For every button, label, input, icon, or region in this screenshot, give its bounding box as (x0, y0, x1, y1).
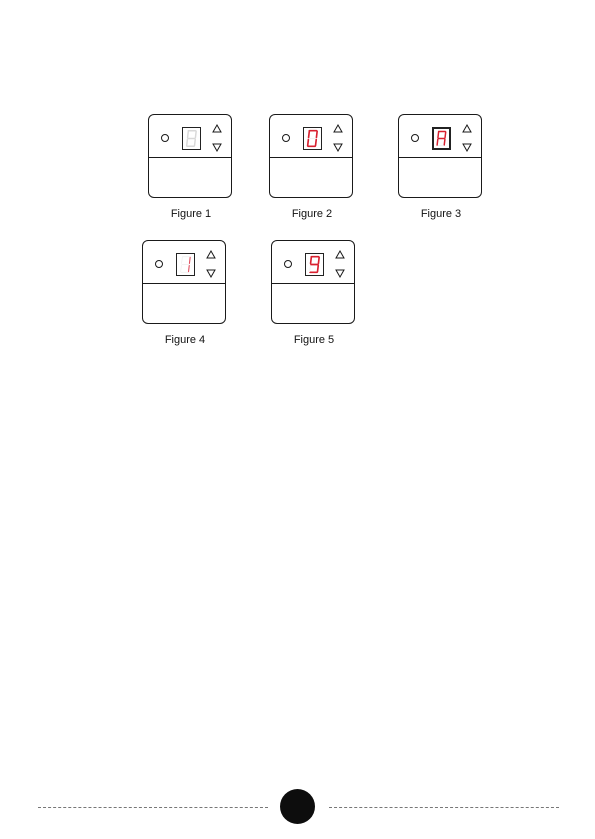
segment-c (444, 139, 445, 145)
digit-display (305, 253, 324, 276)
thermostat-panel (271, 240, 355, 324)
figure-caption: Figure 1 (138, 208, 244, 220)
thermostat-panel (269, 114, 353, 198)
segment-f (309, 131, 310, 137)
up-arrow-icon (462, 124, 472, 133)
thermostat-panel (398, 114, 482, 198)
figure-5: Figure 5 (271, 240, 357, 324)
seven-segment-digit (177, 254, 194, 275)
thermostat-panel (148, 114, 232, 198)
digit-display (303, 127, 322, 150)
seven-segment-digit (306, 254, 323, 275)
up-arrow-icon (206, 250, 216, 259)
up-arrow-icon (335, 250, 345, 259)
down-arrow-icon (333, 143, 343, 152)
segment-b (445, 132, 446, 138)
figure-caption: Figure 3 (388, 208, 494, 220)
segment-b (195, 131, 196, 137)
panel-divider (272, 283, 354, 284)
down-arrow-icon (206, 269, 216, 278)
figure-4: Figure 4 (142, 240, 228, 324)
segment-f (182, 257, 183, 263)
down-arrow-icon (212, 143, 222, 152)
down-arrow-icon (462, 143, 472, 152)
panel-divider (399, 157, 481, 158)
figure-caption: Figure 4 (132, 334, 238, 346)
segment-b (189, 257, 190, 263)
figure-2: Figure 2 (269, 114, 355, 198)
segment-c (195, 140, 196, 146)
figure-3: Figure 3 (398, 114, 484, 198)
segment-e (310, 266, 311, 272)
figure-caption: Figure 2 (259, 208, 365, 220)
indicator-led-icon (282, 134, 290, 142)
footer-dashed-line-left (38, 807, 268, 808)
segment-e (181, 266, 182, 272)
segment-c (189, 266, 190, 272)
up-arrow-icon (212, 124, 222, 133)
panel-divider (149, 157, 231, 158)
indicator-led-icon (155, 260, 163, 268)
thermostat-panel (142, 240, 226, 324)
segment-b (316, 131, 317, 137)
digit-display (182, 127, 201, 150)
seven-segment-digit (434, 129, 449, 148)
segment-e (437, 139, 438, 145)
segment-b (318, 257, 319, 263)
page-number-badge (280, 789, 315, 824)
figure-caption: Figure 5 (261, 334, 367, 346)
indicator-led-icon (411, 134, 419, 142)
segment-e (187, 140, 188, 146)
segment-f (438, 132, 439, 138)
digit-display (176, 253, 195, 276)
segment-c (316, 140, 317, 146)
seven-segment-digit (183, 128, 200, 149)
panel-divider (143, 283, 225, 284)
figure-1: Figure 1 (148, 114, 234, 198)
digit-display (432, 127, 451, 150)
seven-segment-digit (304, 128, 321, 149)
segment-c (318, 266, 319, 272)
down-arrow-icon (335, 269, 345, 278)
segment-e (308, 140, 309, 146)
up-arrow-icon (333, 124, 343, 133)
indicator-led-icon (161, 134, 169, 142)
segment-f (188, 131, 189, 137)
panel-divider (270, 157, 352, 158)
indicator-led-icon (284, 260, 292, 268)
footer-dashed-line-right (329, 807, 559, 808)
segment-f (311, 257, 312, 263)
